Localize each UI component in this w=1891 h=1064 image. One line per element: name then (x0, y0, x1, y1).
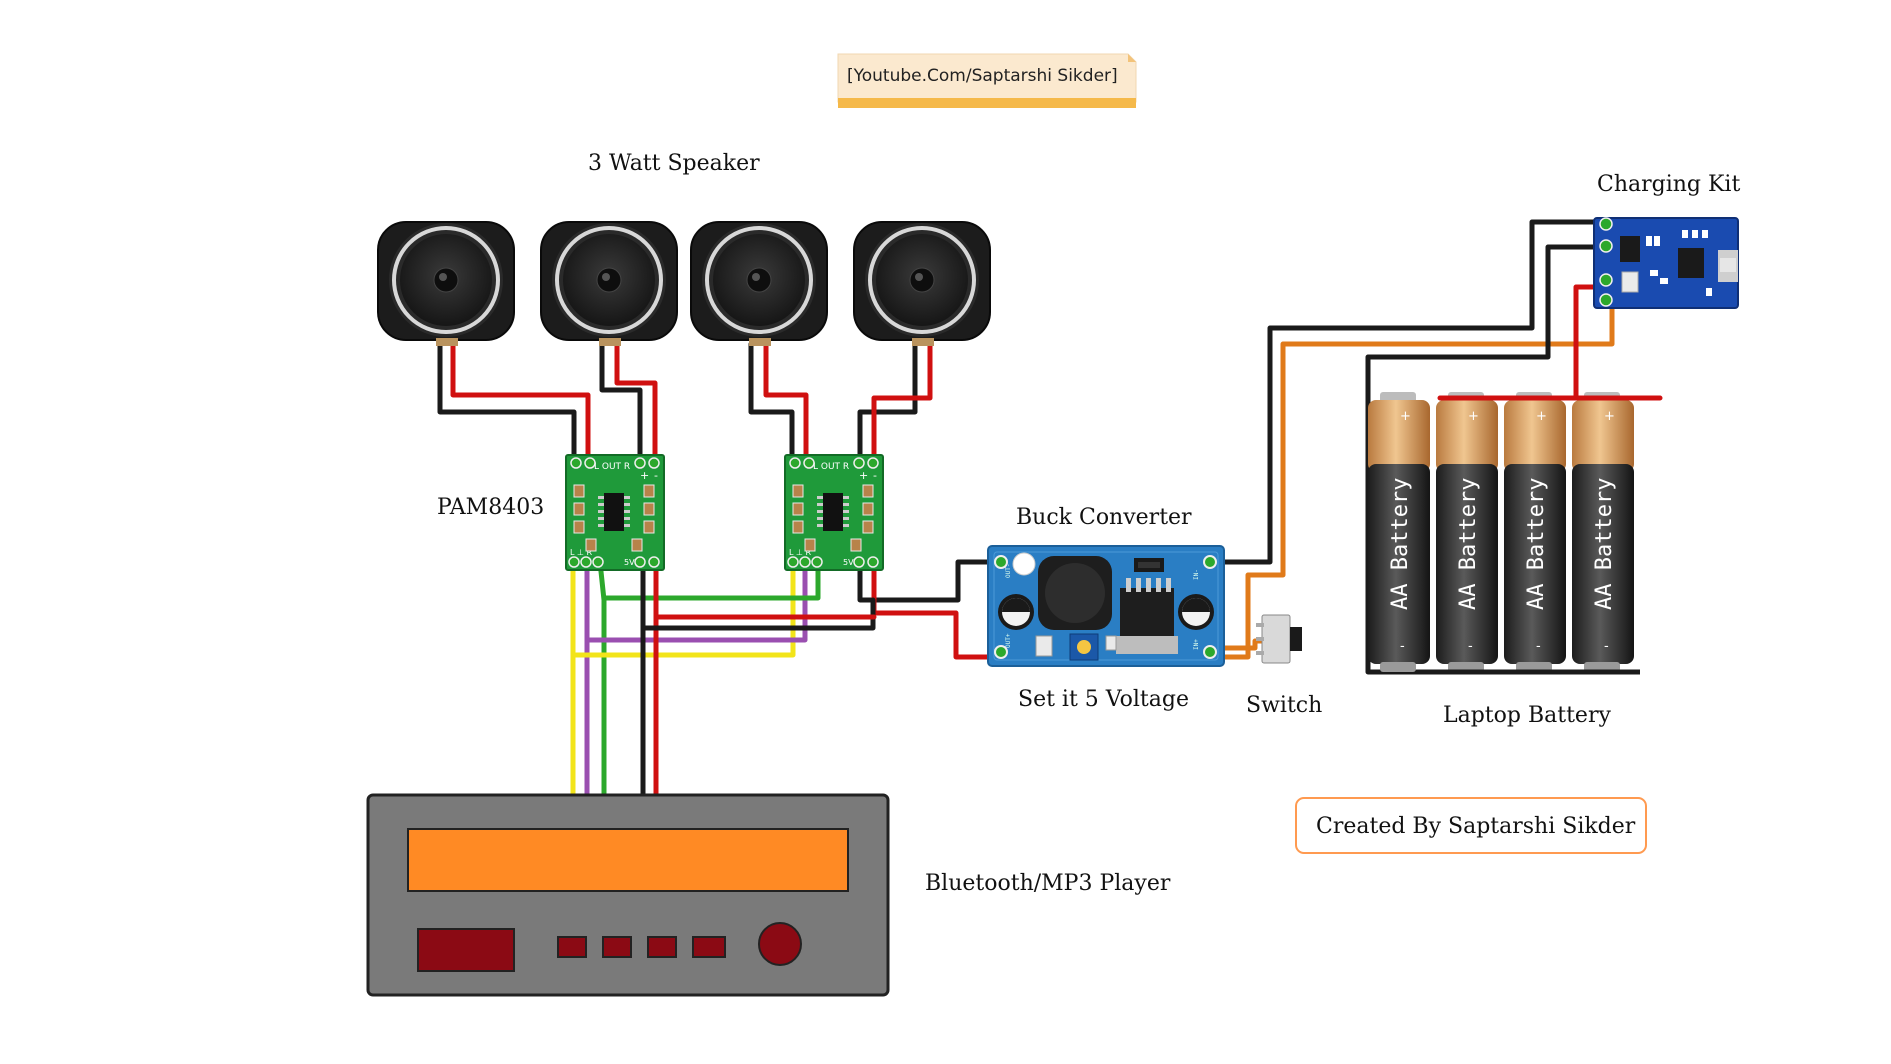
wire-amp2-purple (584, 559, 808, 643)
label-speaker: 3 Watt Speaker (588, 151, 760, 176)
player-display-button[interactable] (417, 928, 515, 972)
wire-buck-in-black (1213, 219, 1609, 565)
battery-cell-plus: + (1604, 409, 1615, 424)
battery-cell-minus: - (1604, 639, 1609, 654)
player-button-1[interactable] (557, 936, 587, 958)
pam8403-board-1: L OUT R L ⊥ R 5V +- (565, 454, 665, 571)
buck-pin-out-minus: OUT- (1005, 564, 1012, 578)
wire-spk4-red (871, 341, 933, 473)
battery-cell-4: AA Battery + - (1572, 392, 1634, 672)
watermark-note: [Youtube.Com/Saptarshi Sikder] (837, 53, 1137, 108)
wire-spk1-red (450, 341, 591, 473)
wire-charger-black-b (1365, 244, 1609, 675)
wire-amp2-green (601, 559, 821, 601)
player-knob[interactable] (758, 922, 802, 966)
bluetooth-mp3-player (366, 793, 890, 997)
amp-in-label: L ⊥ R (789, 548, 812, 557)
battery-pack: AA Battery+-AA Battery+-AA Battery+-AA B… (1368, 392, 1660, 675)
label-buck-note: Set it 5 Voltage (1018, 687, 1189, 712)
battery-cell-minus: - (1536, 639, 1541, 654)
wire-amp2-red-power (871, 559, 1007, 660)
label-buck: Buck Converter (1016, 505, 1192, 530)
slide-switch (1256, 614, 1302, 664)
battery-cell-3: AA Battery + - (1504, 392, 1566, 672)
amp-in-label: L ⊥ R (570, 548, 593, 557)
label-switch: Switch (1246, 693, 1322, 718)
amp-plus-label: + (859, 469, 868, 482)
amp-power-label: 5V (843, 558, 854, 567)
buck-pin-out-plus: OUT+ (1005, 633, 1012, 648)
player-screen (407, 828, 849, 892)
watermark-text: [Youtube.Com/Saptarshi Sikder] (847, 66, 1118, 86)
amp-plus-label: + (640, 469, 649, 482)
charging-kit-board (1593, 217, 1739, 309)
battery-cell-1: AA Battery + - (1368, 392, 1430, 672)
speaker-group (377, 221, 991, 346)
battery-cell-2: AA Battery + - (1436, 392, 1498, 672)
wire-spk3-red (763, 341, 809, 473)
label-player: Bluetooth/MP3 Player (925, 871, 1171, 896)
battery-cell-text: AA Battery (1388, 478, 1413, 610)
label-battery: Laptop Battery (1443, 703, 1611, 728)
wire-spk4-black (857, 341, 918, 473)
wire-spk2-red (614, 341, 658, 473)
label-charging: Charging Kit (1597, 172, 1740, 197)
wire-spk1-black (437, 341, 577, 473)
battery-cell-minus: - (1400, 639, 1405, 654)
player-button-4[interactable] (692, 936, 726, 958)
credit-box: Created By Saptarshi Sikder (1295, 797, 1647, 854)
player-button-2[interactable] (602, 936, 632, 958)
buck-pin-in-minus: IN- (1193, 569, 1200, 580)
wire-amp2-yellow (570, 559, 796, 658)
wire-spk2-black (599, 341, 643, 473)
battery-cell-plus: + (1400, 409, 1411, 424)
buck-converter: OUT- OUT+ IN- IN+ (987, 545, 1225, 667)
battery-cell-text: AA Battery (1592, 478, 1617, 610)
speaker-3 (690, 221, 828, 346)
amp-power-label: 5V (624, 558, 635, 567)
buck-pin-in-plus: IN+ (1193, 639, 1200, 650)
speaker-4 (853, 221, 991, 346)
speaker-1 (377, 221, 515, 346)
credit-text: Created By Saptarshi Sikder (1316, 814, 1636, 839)
wire-power-bus-black (640, 597, 876, 631)
amp-minus-label: - (654, 469, 658, 482)
player-button-3[interactable] (647, 936, 677, 958)
wire-amp2-black-power (857, 559, 1008, 603)
amp-out-label: L OUT R (813, 462, 849, 472)
amp-minus-label: - (873, 469, 877, 482)
battery-cell-minus: - (1468, 639, 1473, 654)
speaker-2 (540, 221, 678, 346)
wire-switch-orange-a (1213, 297, 1615, 660)
battery-cell-plus: + (1536, 409, 1547, 424)
amp-out-label: L OUT R (594, 462, 630, 472)
battery-cell-plus: + (1468, 409, 1479, 424)
battery-cell-text: AA Battery (1456, 478, 1481, 610)
wire-spk3-black (748, 341, 795, 473)
pam8403-board-2: L OUT R L ⊥ R 5V +- (784, 454, 884, 571)
label-amp: PAM8403 (437, 495, 544, 520)
battery-cell-text: AA Battery (1524, 478, 1549, 610)
